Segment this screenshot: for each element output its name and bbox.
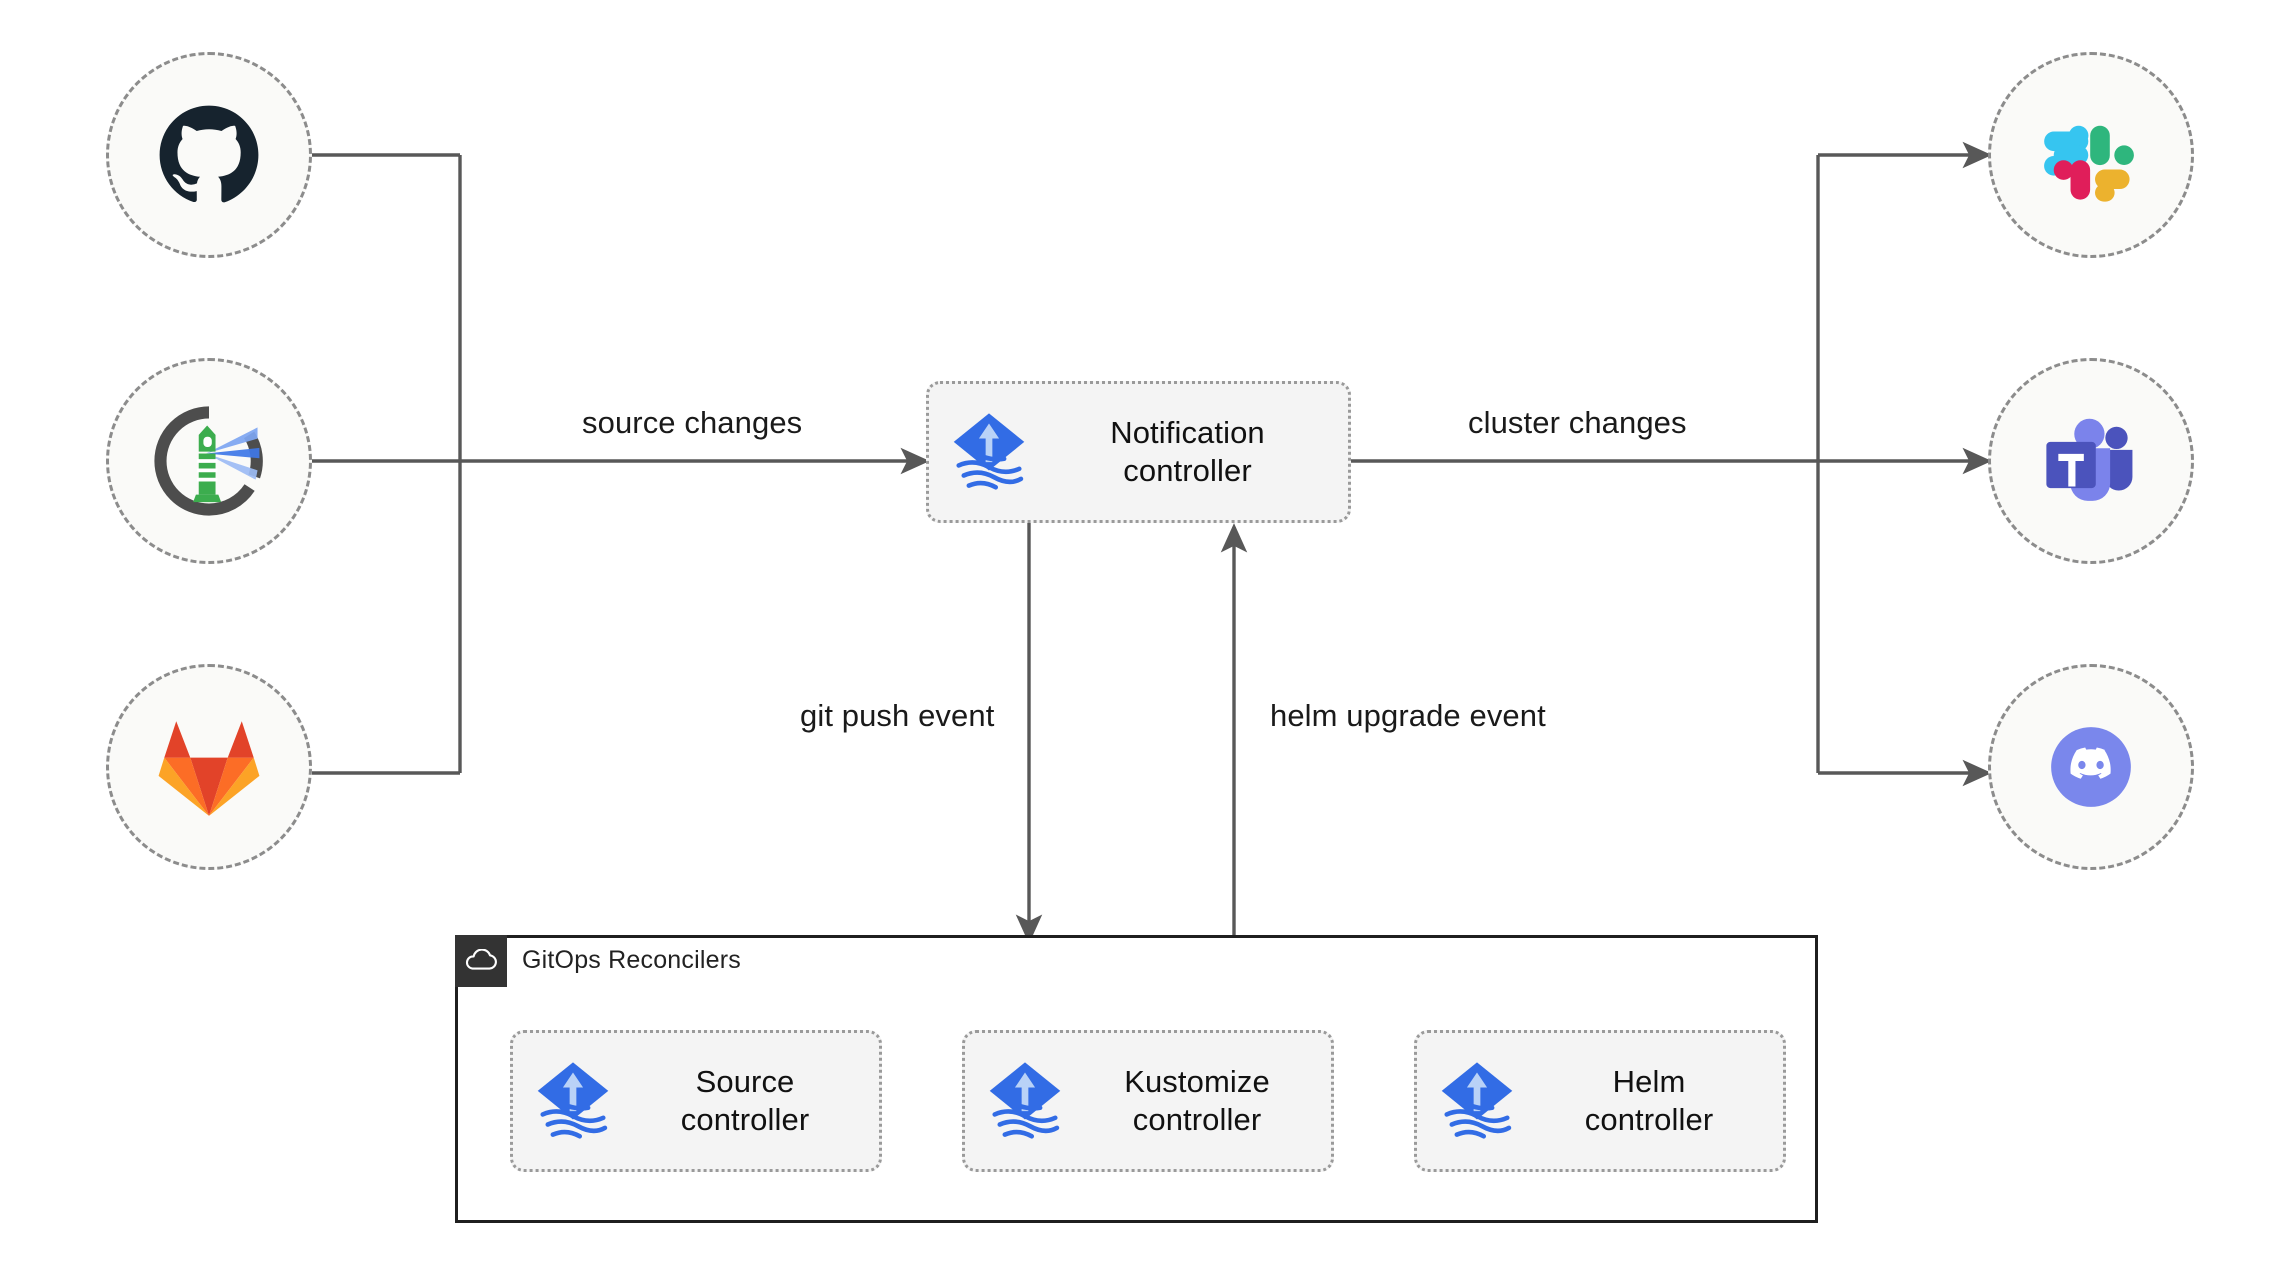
notification-controller-label: Notification controller bbox=[1110, 415, 1265, 488]
cloud-icon bbox=[455, 935, 507, 987]
edge-label-helm-upgrade-event: helm upgrade event bbox=[1270, 698, 1546, 733]
source-controller-label: Source controller bbox=[680, 1064, 810, 1137]
slack-icon bbox=[2042, 106, 2140, 204]
source-controller-box[interactable]: Source controller bbox=[510, 1030, 882, 1172]
microsoft-teams-icon bbox=[2040, 413, 2142, 509]
helm-controller-label: Helm controller bbox=[1584, 1064, 1714, 1137]
kustomize-controller-box[interactable]: Kustomize controller bbox=[962, 1030, 1334, 1172]
notification-controller-box[interactable]: Notification controller bbox=[926, 381, 1351, 523]
flux-controller-icon bbox=[947, 410, 1031, 494]
kustomize-controller-label: Kustomize controller bbox=[1124, 1064, 1270, 1137]
flux-lighthouse-icon bbox=[153, 405, 265, 517]
destination-node-slack[interactable] bbox=[1988, 52, 2194, 258]
source-node-flux[interactable] bbox=[106, 358, 312, 564]
edge-label-cluster-changes: cluster changes bbox=[1468, 405, 1687, 440]
flux-controller-icon bbox=[531, 1059, 615, 1143]
discord-icon bbox=[2039, 715, 2143, 819]
helm-controller-box[interactable]: Helm controller bbox=[1414, 1030, 1786, 1172]
flux-controller-icon bbox=[1435, 1059, 1519, 1143]
destination-node-teams[interactable] bbox=[1988, 358, 2194, 564]
flux-controller-icon bbox=[983, 1059, 1067, 1143]
edge-label-git-push-event: git push event bbox=[800, 698, 995, 733]
github-icon bbox=[157, 103, 261, 207]
gitlab-icon bbox=[157, 718, 261, 816]
destination-node-discord[interactable] bbox=[1988, 664, 2194, 870]
source-node-gitlab[interactable] bbox=[106, 664, 312, 870]
source-node-github[interactable] bbox=[106, 52, 312, 258]
edge-label-source-changes: source changes bbox=[582, 405, 803, 440]
gitops-reconcilers-title: GitOps Reconcilers bbox=[522, 946, 741, 974]
